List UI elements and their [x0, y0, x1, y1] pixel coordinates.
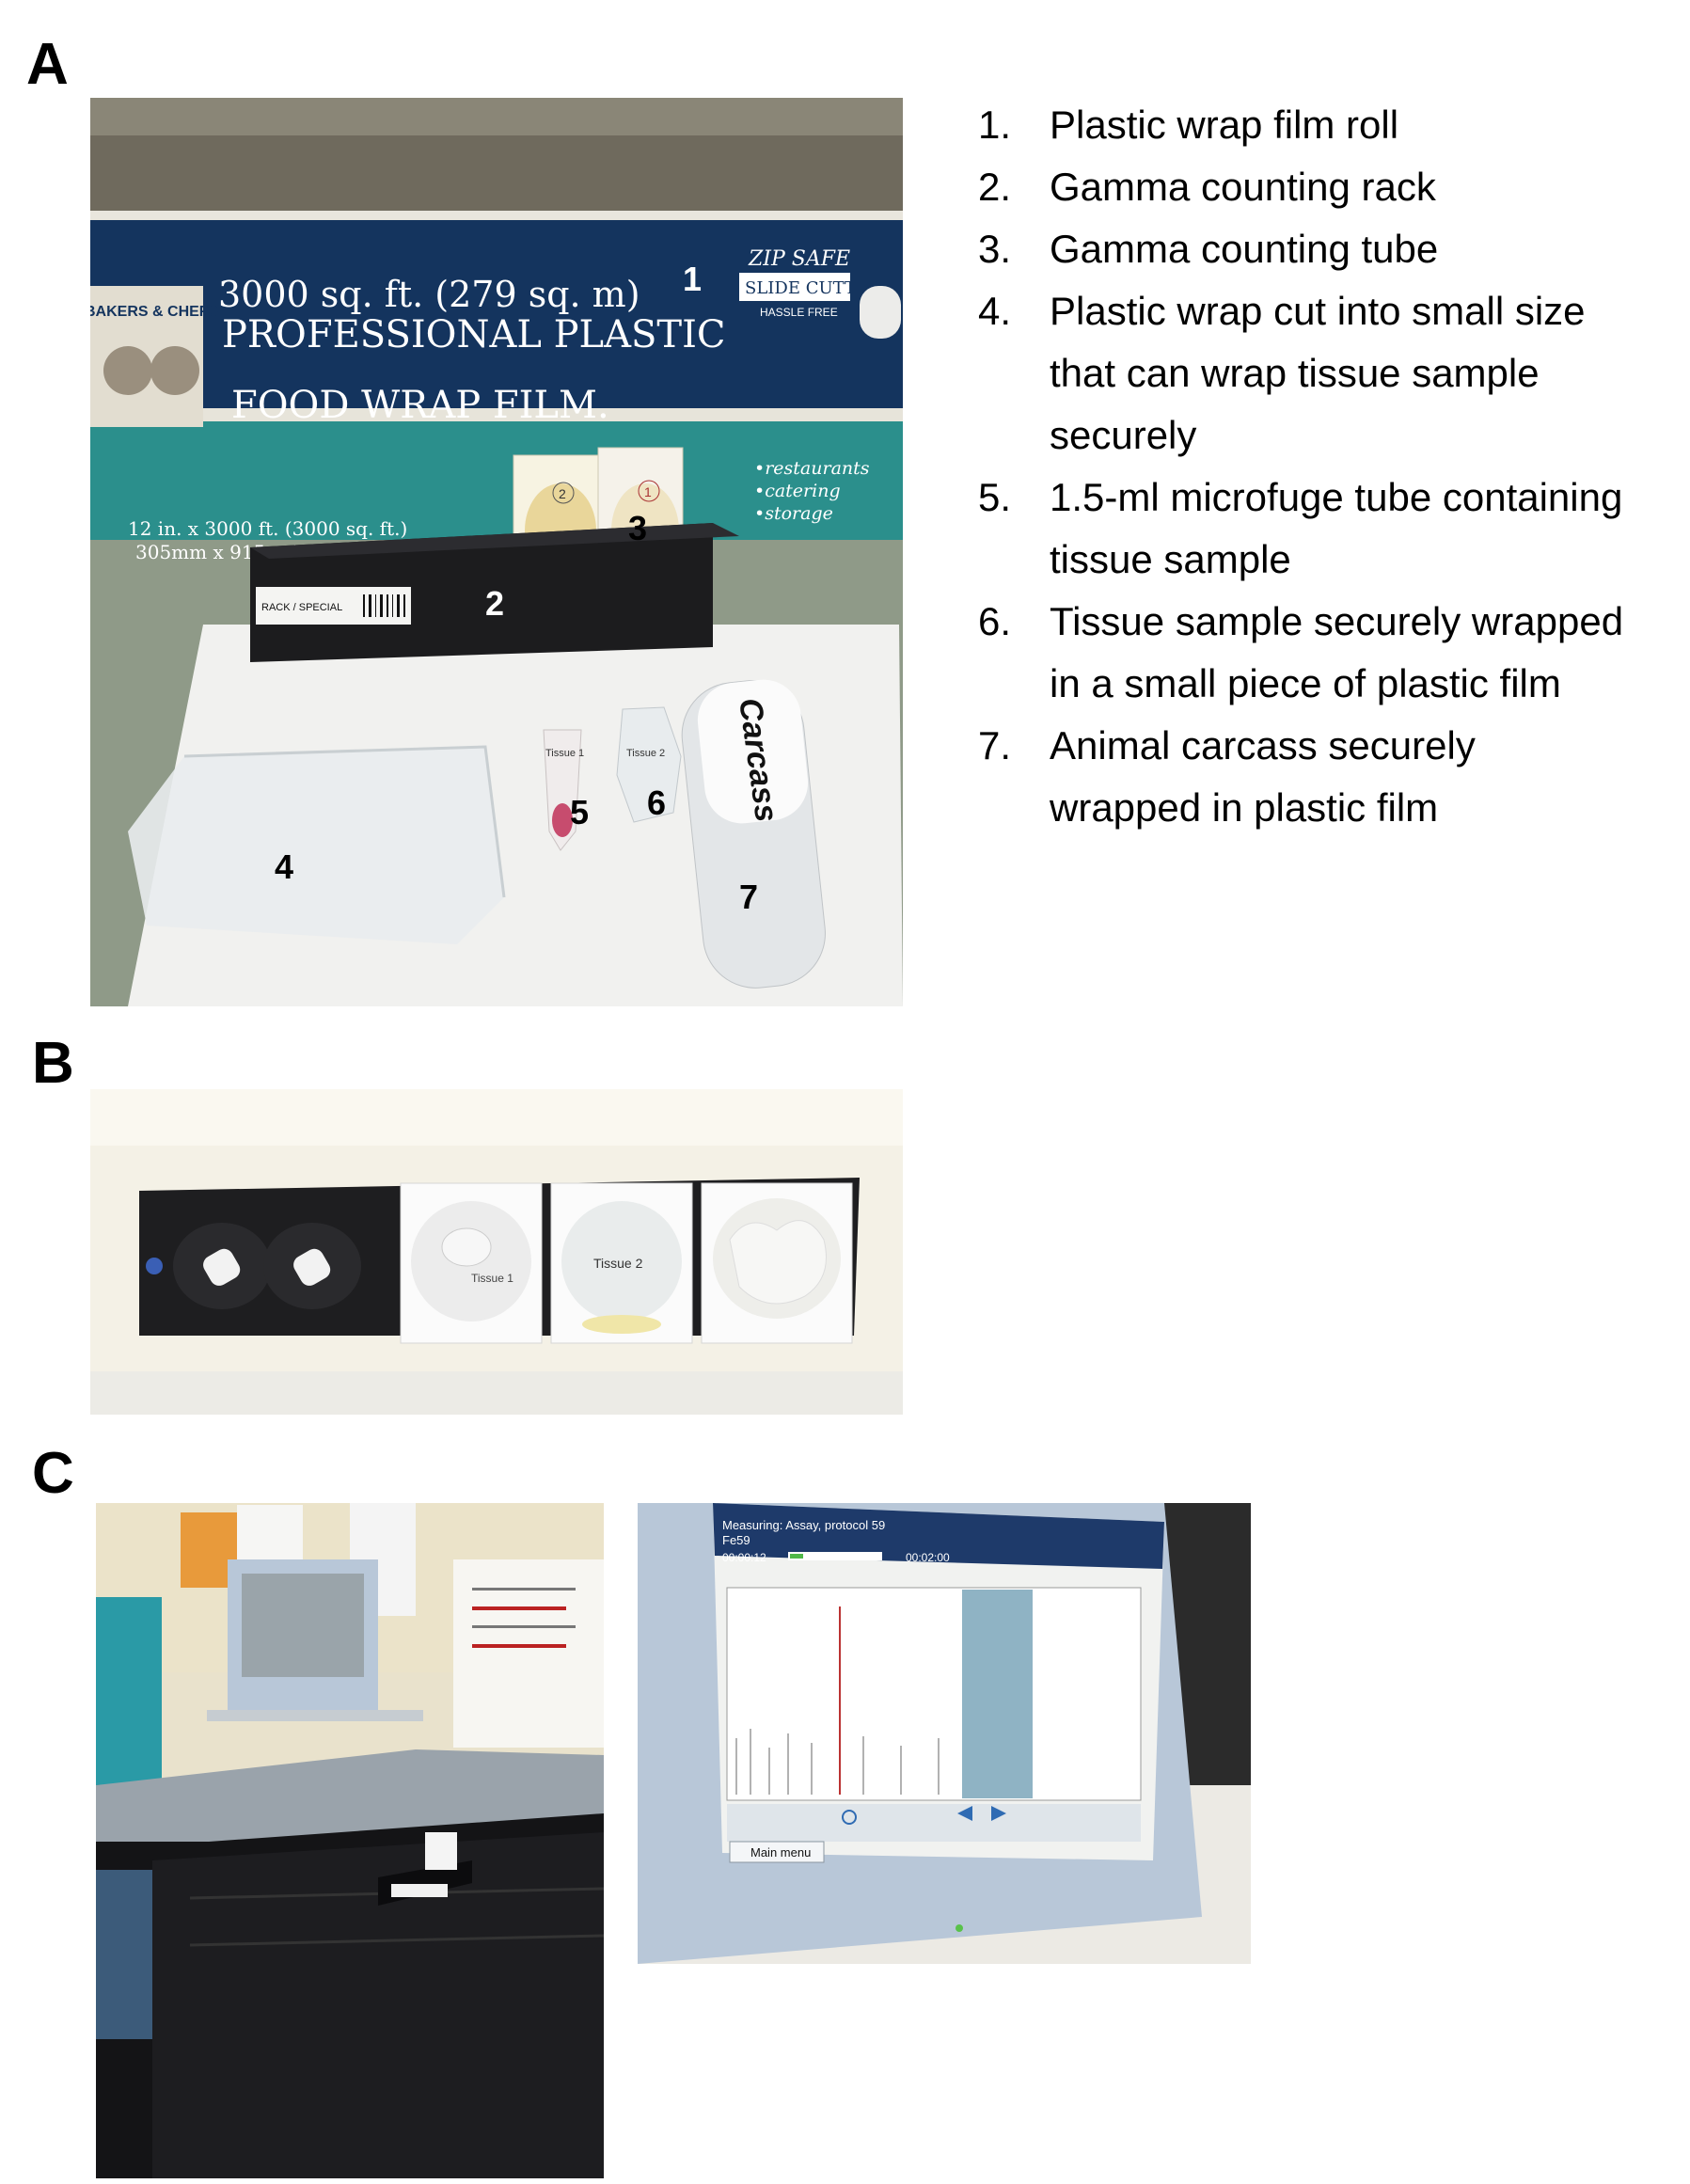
- box-cutter-badge: [739, 273, 850, 301]
- screen-status-line1: Measuring: Assay, protocol 59: [722, 1518, 885, 1532]
- legend-text: 1.5-ml microfuge tube containing: [1050, 475, 1623, 519]
- progress-fill: [790, 1554, 803, 1559]
- microfuge-tube: Tissue 1: [543, 729, 584, 851]
- box-use-3: •storage: [754, 503, 833, 524]
- main-menu-button[interactable]: [729, 1841, 825, 1863]
- legend-item-7: 7. Animal carcass securely wrapped in pl…: [978, 715, 1674, 839]
- legend-text: tissue sample: [1050, 537, 1291, 581]
- screen-timer: 00:00:12: [722, 1551, 766, 1564]
- box-brand-text: ZIP SAFE: [748, 247, 850, 271]
- box-use-1: •restaurants: [754, 458, 870, 479]
- rack-label-text: RACK / SPECIAL: [261, 602, 342, 613]
- box-title-line2: FOOD WRAP FILM.: [231, 384, 609, 427]
- box-size-line1: 12 in. x 3000 ft. (3000 sq. ft.): [128, 517, 407, 540]
- photo-c-gamma-counter: [96, 1503, 604, 2178]
- wrapped-carcass: Carcass: [681, 679, 826, 989]
- legend-text: that can wrap tissue sample: [1050, 351, 1540, 395]
- screen-status-line2: Fe59: [722, 1533, 750, 1547]
- legend-num: 3.: [978, 227, 1012, 271]
- label-7: 7: [739, 878, 759, 916]
- legend-num: 4.: [978, 289, 1012, 333]
- arrow-right-icon[interactable]: [991, 1806, 1006, 1821]
- spectrum-plot: [726, 1587, 1142, 1801]
- label-3: 3: [628, 509, 648, 547]
- legend-num: 2.: [978, 165, 1012, 209]
- tube-marker-2: 2: [559, 486, 566, 501]
- panel-label-a: A: [26, 32, 69, 97]
- gamma-counting-rack: RACK / SPECIAL: [250, 523, 739, 662]
- legend-item-6: 6. Tissue sample securely wrapped in a s…: [978, 591, 1674, 715]
- screen-timer-total: 00:02:00: [906, 1551, 950, 1564]
- legend-item-2: 2. Gamma counting rack: [978, 156, 1674, 218]
- photo-c1-scene: [96, 1503, 604, 2178]
- spectrum-window: [962, 1590, 1033, 1798]
- instruction-sign: [453, 1559, 604, 1748]
- legend-text: Plastic wrap cut into small size: [1050, 289, 1586, 333]
- photo-b-loaded-rack: Tissue 1 Tissue 2: [90, 1089, 903, 1415]
- bakers-chefs-text: BAKERS & CHEFS: [90, 304, 219, 320]
- wrapped-tissue: Tissue 2: [616, 706, 682, 823]
- legend-text: Animal carcass securely: [1050, 723, 1476, 768]
- label-2: 2: [485, 584, 505, 623]
- photo-c-monitor-screen: Measuring: Assay, protocol 59 Fe59 00:00…: [638, 1503, 1251, 1964]
- photo-c2-scene: Measuring: Assay, protocol 59 Fe59 00:00…: [638, 1503, 1251, 1964]
- main-menu-label: Main menu: [750, 1845, 811, 1860]
- legend-text: Gamma counting tube: [1050, 227, 1439, 271]
- legend-item-3: 3. Gamma counting tube: [978, 218, 1674, 280]
- legend-item-5: 5. 1.5-ml microfuge tube containing tiss…: [978, 467, 1674, 591]
- box-title-line1: PROFESSIONAL PLASTIC: [222, 313, 726, 356]
- box-hassle-text: HASSLE FREE: [760, 306, 838, 319]
- label-6: 6: [647, 783, 667, 822]
- zoom-icon[interactable]: [842, 1810, 857, 1825]
- label-5: 5: [570, 793, 590, 831]
- legend-num: 1.: [978, 103, 1012, 147]
- legend-text: Tissue sample securely wrapped: [1050, 599, 1624, 643]
- cut-plastic-wrap: [128, 747, 504, 944]
- tube-tissue-tag: Tissue 1: [545, 748, 584, 759]
- legend-text: securely: [1050, 413, 1197, 457]
- legend-num: 7.: [978, 723, 1012, 768]
- legend-text: Gamma counting rack: [1050, 165, 1436, 209]
- legend-item-1: 1. Plastic wrap film roll: [978, 94, 1674, 156]
- legend-num: 5.: [978, 475, 1012, 519]
- panel-label-c: C: [32, 1441, 74, 1506]
- photo-a-scene: 3000 sq. ft. (279 sq. m) PROFESSIONAL PL…: [90, 98, 903, 1006]
- box-area-text: 3000 sq. ft. (279 sq. m): [218, 274, 640, 315]
- b-tube-tag-1: Tissue 1: [471, 1272, 513, 1285]
- item-legend: 1. Plastic wrap film roll 2. Gamma count…: [978, 94, 1674, 839]
- legend-item-4: 4. Plastic wrap cut into small size that…: [978, 280, 1674, 467]
- legend-text: wrapped in plastic film: [1050, 785, 1439, 830]
- box-cutter-text: SLIDE CUTTER: [745, 278, 881, 298]
- photo-b-scene: Tissue 1 Tissue 2: [90, 1089, 903, 1415]
- plastic-wrap-box: 3000 sq. ft. (279 sq. m) PROFESSIONAL PL…: [90, 211, 903, 563]
- power-led: [956, 1924, 963, 1932]
- label-4: 4: [275, 847, 294, 886]
- photo-a-materials: 3000 sq. ft. (279 sq. m) PROFESSIONAL PL…: [90, 98, 903, 1006]
- legend-num: 6.: [978, 599, 1012, 643]
- legend-text: in a small piece of plastic film: [1050, 661, 1561, 705]
- wrapped-tissue-tag: Tissue 2: [626, 748, 665, 759]
- label-1: 1: [683, 260, 703, 298]
- arrow-left-icon[interactable]: [957, 1806, 972, 1821]
- panel-label-b: B: [32, 1031, 74, 1096]
- legend-text: Plastic wrap film roll: [1050, 103, 1399, 147]
- box-use-2: •catering: [754, 481, 841, 501]
- b-tube-tag-2: Tissue 2: [593, 1256, 643, 1271]
- tube-marker-1: 1: [644, 484, 652, 499]
